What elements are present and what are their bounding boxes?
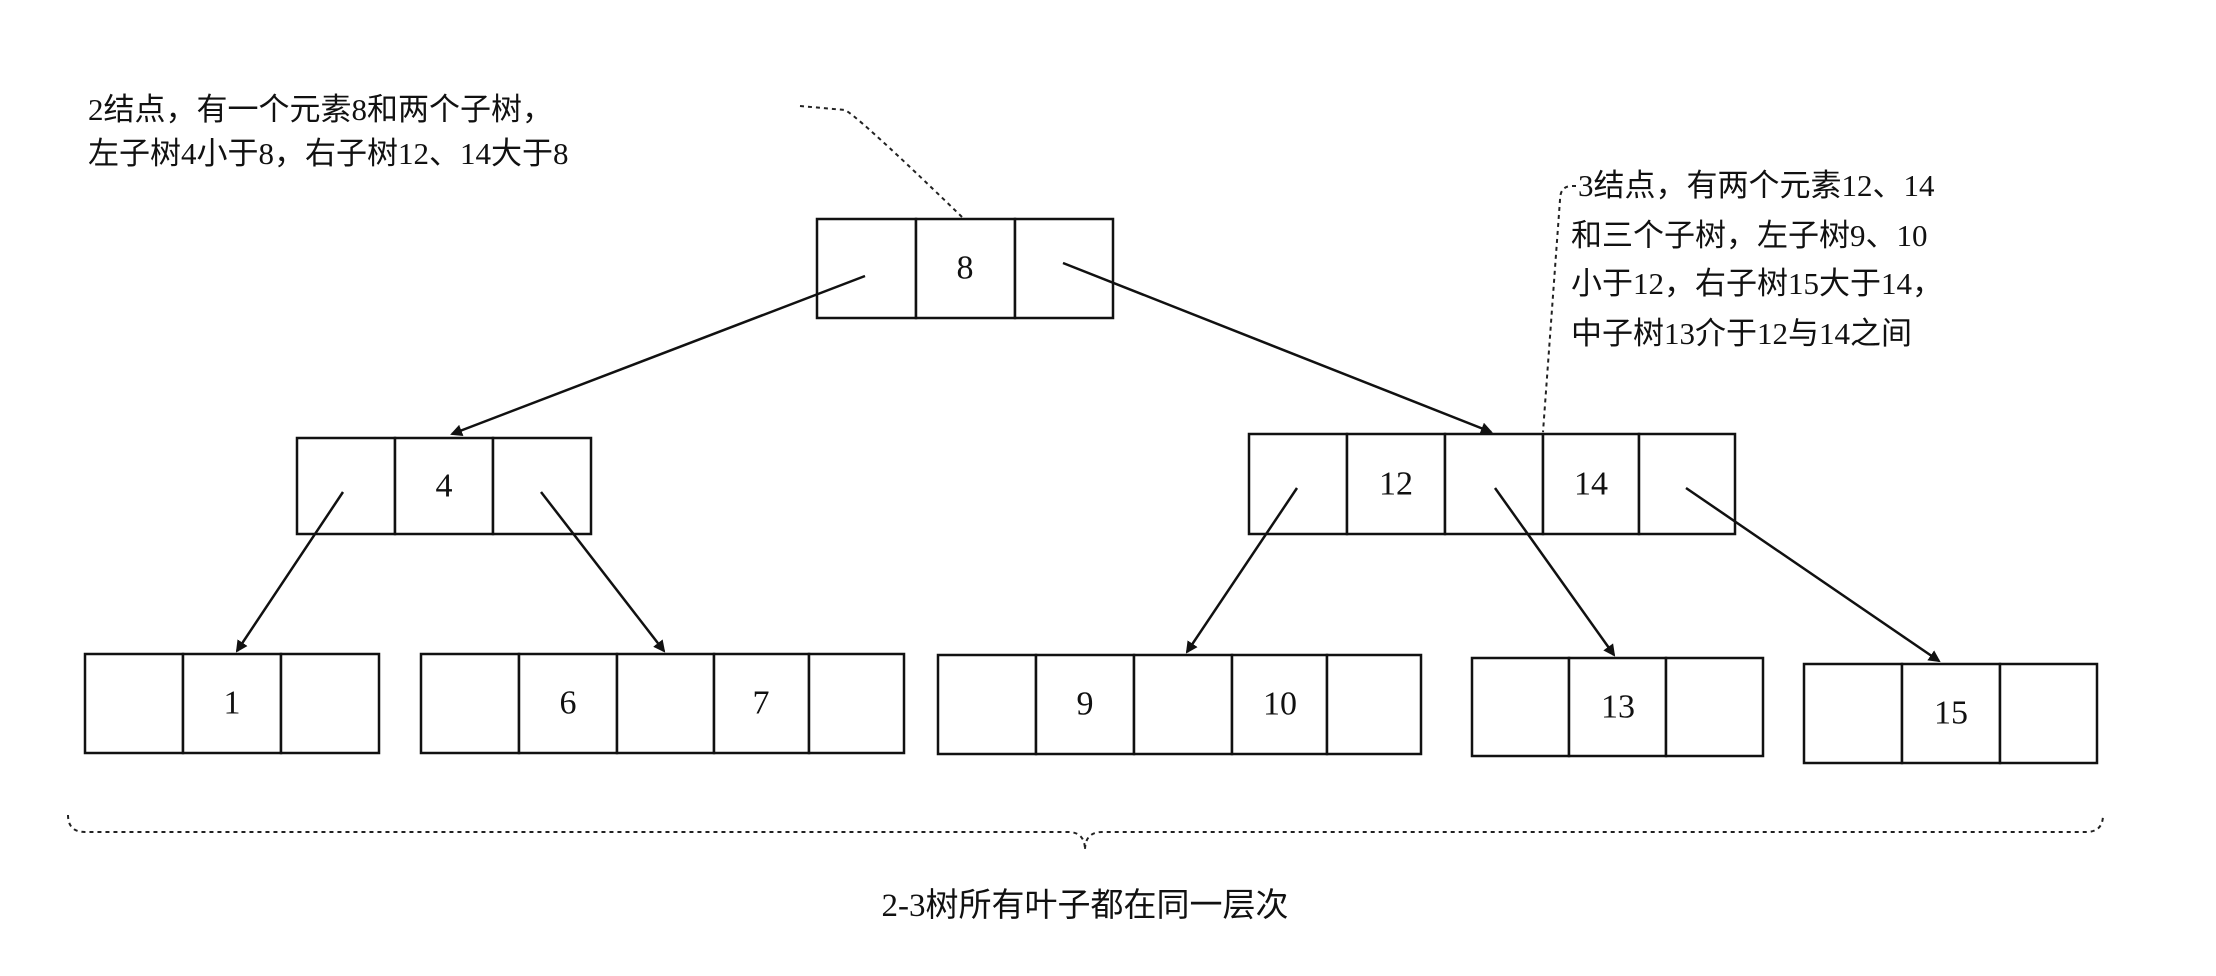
node-key: 6 bbox=[560, 685, 577, 722]
leaf-node-15: 15 bbox=[1802, 662, 2099, 765]
node-key: 4 bbox=[436, 468, 453, 505]
annotation-line: 3结点，有两个元素12、14 bbox=[1578, 168, 1935, 203]
node-key: 15 bbox=[1934, 695, 1968, 732]
three-node-annotation: 3结点，有两个元素12、14 和三个子树，左子树9、10 小于12，右子树15大… bbox=[1542, 168, 1943, 433]
leaf-node-6-7: 6 7 bbox=[419, 652, 906, 755]
edge-8-to-12-14 bbox=[1062, 261, 1493, 434]
edge-4-to-1 bbox=[235, 491, 345, 653]
edge-8-to-4 bbox=[450, 274, 866, 437]
annotation-line: 2结点，有一个元素8和两个子树， bbox=[88, 92, 553, 127]
node-key: 8 bbox=[957, 250, 974, 287]
node-key: 7 bbox=[753, 685, 770, 722]
annotation-line: 小于12，右子树15大于14， bbox=[1571, 266, 1943, 301]
node-key: 10 bbox=[1263, 686, 1297, 723]
caption: 2-3树所有叶子都在同一层次 bbox=[882, 887, 1289, 924]
leader-line bbox=[799, 105, 963, 218]
root-node-8: 8 bbox=[815, 217, 1115, 320]
leaf-node-9-10: 9 10 bbox=[936, 653, 1423, 756]
annotation-line: 左子树4小于8，右子树12、14大于8 bbox=[88, 136, 569, 171]
annotation-line: 中子树13介于12与14之间 bbox=[1571, 316, 1912, 351]
node-key: 1 bbox=[224, 685, 241, 722]
leaf-level-brace bbox=[67, 814, 2104, 851]
edge-14-to-15 bbox=[1685, 486, 1941, 663]
tree-edges bbox=[235, 261, 1941, 663]
leaf-node-13: 13 bbox=[1470, 656, 1765, 758]
edge-middle-to-13 bbox=[1493, 487, 1616, 657]
node-4: 4 bbox=[295, 436, 593, 536]
leader-line bbox=[1542, 185, 1576, 433]
edge-4-to-6-7 bbox=[540, 491, 666, 653]
leaf-node-1: 1 bbox=[83, 652, 381, 755]
node-key: 12 bbox=[1379, 466, 1413, 503]
node-12-14: 12 14 bbox=[1247, 432, 1737, 536]
annotation-line: 和三个子树，左子树9、10 bbox=[1571, 218, 1928, 253]
two-node-annotation: 2结点，有一个元素8和两个子树， 左子树4小于8，右子树12、14大于8 bbox=[88, 92, 963, 218]
edge-12-to-9-10 bbox=[1185, 487, 1299, 654]
node-key: 14 bbox=[1574, 466, 1608, 503]
node-key: 9 bbox=[1077, 686, 1094, 723]
node-key: 13 bbox=[1601, 689, 1635, 726]
